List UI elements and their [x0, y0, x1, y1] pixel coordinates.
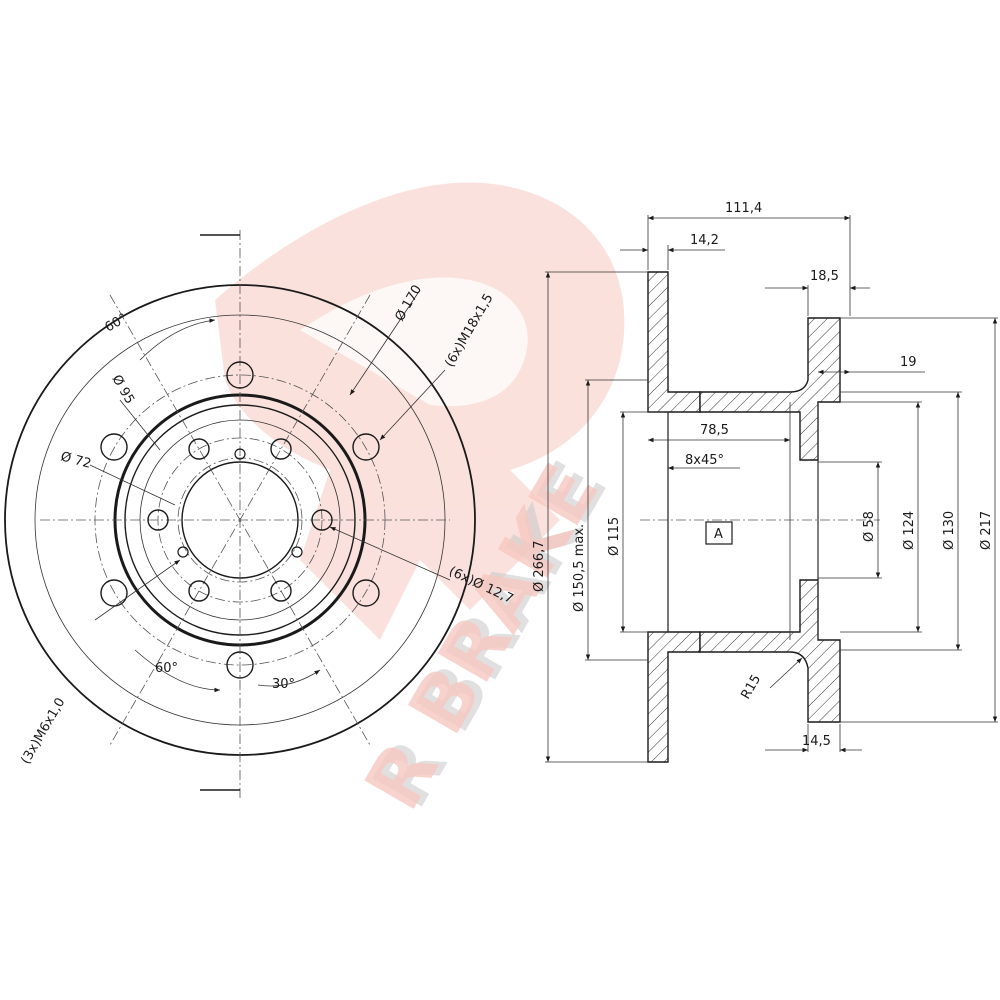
leader-holes — [329, 526, 451, 581]
section-hub-top — [699, 317, 841, 461]
section-hub-bottom — [699, 579, 841, 723]
label-266-7: Ø 266,7 — [532, 540, 547, 592]
screw-hole — [291, 546, 303, 558]
label-58: Ø 58 — [862, 511, 877, 542]
r-logo-mark — [215, 182, 625, 640]
bolt-hole — [226, 361, 254, 389]
screw-hole — [234, 448, 246, 460]
inner-hole — [188, 438, 210, 460]
screw-holes — [177, 448, 303, 558]
angle-arc-30 — [257, 669, 321, 687]
label-chamfer: 8x45° — [685, 453, 724, 468]
leader-72 — [89, 464, 176, 506]
section-view: 111,4 14,2 18,5 19 78,5 8x45° Ø 266,7 Ø … — [532, 201, 998, 763]
label-150-5: Ø 150,5 max. — [572, 524, 587, 612]
label-14-2: 14,2 — [690, 233, 719, 248]
inner-hole — [147, 509, 169, 531]
r-logo-counter — [300, 277, 528, 407]
label-217: Ø 217 — [979, 511, 994, 550]
section-disc-top — [647, 271, 701, 413]
label-14-5: 14,5 — [802, 734, 831, 749]
bolt-hole — [352, 579, 380, 607]
r-brake-watermark: R BRAKE R BRAKE — [215, 182, 625, 825]
inner-hole — [270, 580, 292, 602]
bolt-holes-inner — [147, 438, 333, 602]
inner-hole — [270, 438, 292, 460]
screw-hole — [177, 546, 189, 558]
bolt-holes-outer — [100, 361, 380, 679]
leader-r15 — [769, 657, 803, 689]
leader-95 — [119, 399, 161, 451]
label-115: Ø 115 — [607, 517, 622, 556]
label-pcd-72: Ø 72 — [59, 449, 93, 471]
leader-thread — [379, 369, 446, 441]
angle-arc-bottom — [134, 649, 221, 693]
bolt-hole — [100, 433, 128, 461]
label-r15: R15 — [738, 672, 764, 702]
r-logo-body — [215, 182, 625, 640]
label-angle-bottom: 60° — [155, 661, 178, 676]
label-111-4: 111,4 — [725, 201, 762, 216]
leader-screw — [94, 559, 181, 621]
angle-arc-top — [139, 318, 216, 361]
leader-170 — [349, 289, 421, 396]
inner-hole — [188, 580, 210, 602]
datum-box — [705, 521, 733, 545]
label-screw-thread: (3x)M6x1,0 — [18, 695, 68, 767]
section-disc-bottom — [647, 631, 701, 763]
label-19: 19 — [900, 355, 917, 370]
label-angle-30: 30° — [272, 677, 295, 692]
bolt-hole — [352, 433, 380, 461]
label-pcd-95: Ø 95 — [109, 373, 137, 407]
diagonal-centerline-2 — [109, 294, 371, 746]
label-124: Ø 124 — [902, 511, 917, 550]
bolt-hole — [100, 579, 128, 607]
label-130: Ø 130 — [942, 511, 957, 550]
inner-hole — [311, 509, 333, 531]
label-datum-a: A — [714, 527, 723, 542]
label-18-5: 18,5 — [810, 269, 839, 284]
bolt-hole — [226, 651, 254, 679]
label-78-5: 78,5 — [700, 423, 729, 438]
